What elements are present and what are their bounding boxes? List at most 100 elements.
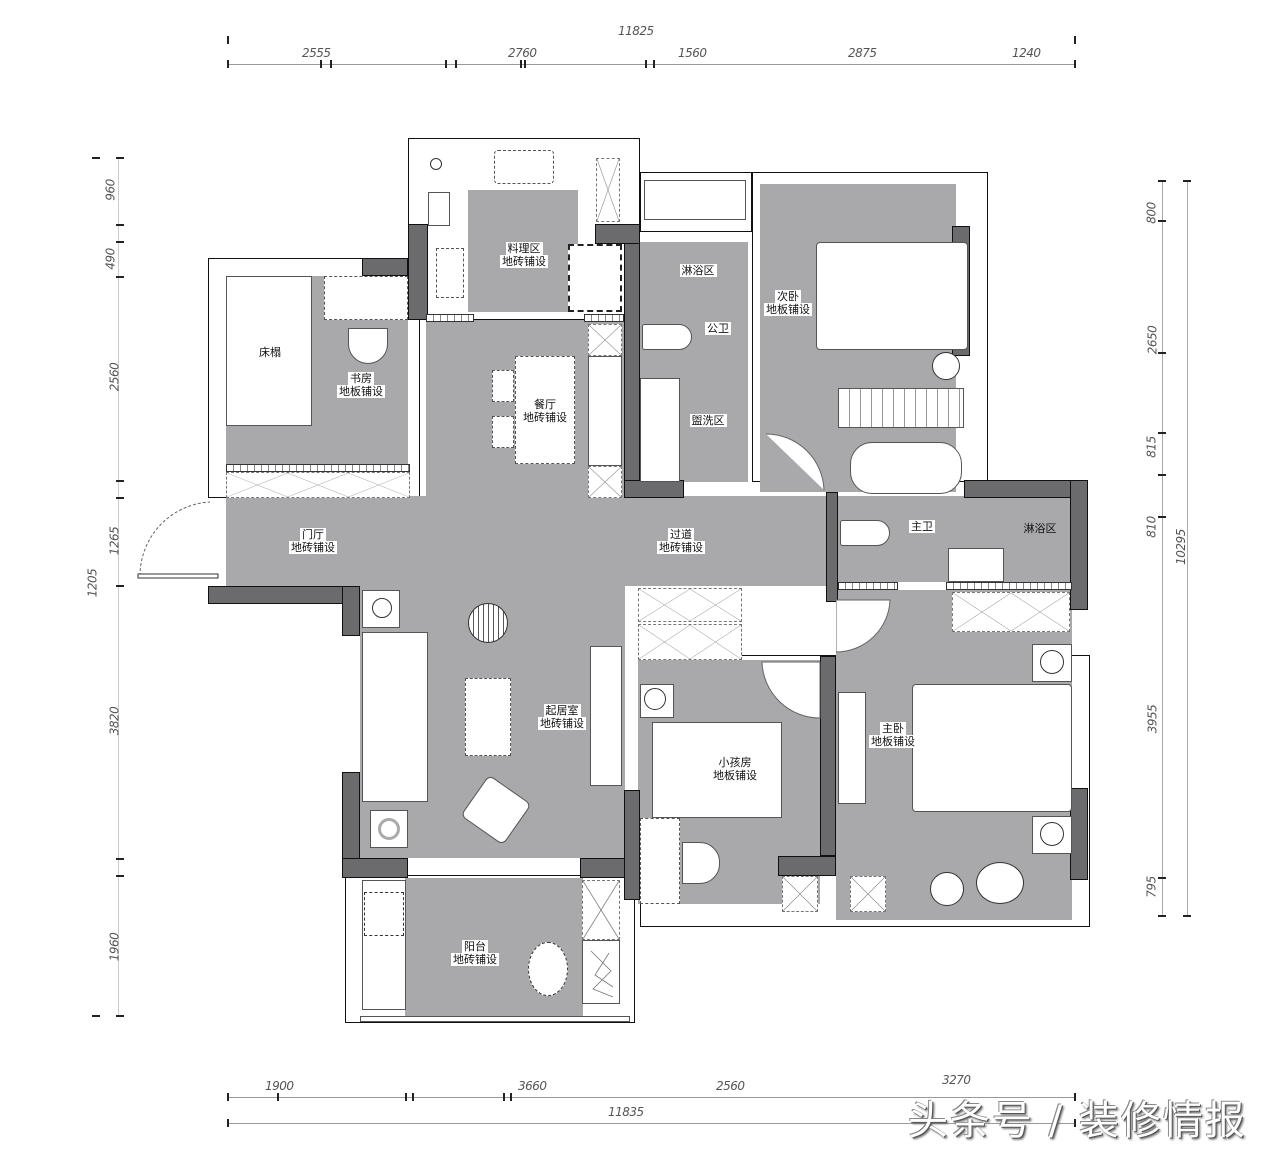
brick-wall [584,314,624,322]
right-dim-1: 800 [1144,202,1159,224]
wall-segment [624,790,640,900]
plant-icon [590,950,614,998]
dim-tick [1074,36,1076,44]
pipe-icon [430,158,442,170]
living-label: 起居室地砖铺设 [538,704,586,730]
dim-tick [645,60,647,68]
kitchen-cabinet [568,244,622,312]
left-dim-5: 3820 [107,706,122,736]
door-swing-icon [761,661,821,719]
door-swing-icon [835,599,891,653]
kids-wardrobe [638,588,742,622]
brick-wall [426,314,474,322]
dim-tick [455,60,457,68]
study-desk [324,276,408,320]
wall-segment [826,492,838,602]
dim-tick [1158,516,1166,518]
corridor-label: 过道地砖铺设 [657,528,705,554]
left-dim-2: 490 [103,248,118,270]
dim-tick [1074,60,1076,68]
dim-tick [405,1093,407,1101]
dim-tick [653,60,655,68]
bottom-dim-1: 1900 [265,1079,294,1093]
storage-cabinet [782,876,818,912]
right-total-line [1187,180,1188,917]
right-dim-2: 2650 [1145,325,1160,355]
wall-segment [342,586,360,636]
dim-tick [330,60,332,68]
right-dim-line [1162,180,1163,917]
dim-tick [227,60,229,68]
dim-tick [116,497,124,499]
dining-label: 餐厅地砖铺设 [521,398,569,424]
wall-segment [778,856,836,876]
tv-cabinet [590,646,622,786]
wall-segment [595,224,640,244]
foyer-label: 门厅地砖铺设 [289,528,337,554]
second-bedroom-door[interactable] [764,432,826,492]
master-bedroom-door[interactable] [835,598,892,654]
left-dim-4: 1265 [107,526,122,556]
second-bedroom-bed [816,242,968,350]
balcony-label: 阳台地砖铺设 [451,940,499,966]
dim-tick [227,1093,229,1101]
dining-cabinet [588,324,622,356]
plant-area [582,940,620,1004]
bathtub [850,442,962,494]
right-dim-4: 810 [1144,516,1159,538]
brick-wall [226,464,410,472]
kitchen-storage [596,158,620,222]
master-bed [912,684,1072,812]
dining-sideboard [588,356,622,466]
dim-tick [1158,220,1166,222]
dim-tick [116,585,124,587]
dim-tick [116,480,124,482]
stove-icon [436,248,464,298]
right-dim-3: 815 [1144,436,1159,458]
dim-tick [116,1015,124,1017]
top-dim-3: 1560 [678,46,707,60]
wall-segment [342,858,408,878]
right-dim-6: 795 [1144,876,1159,898]
public-wc-label: 公卫 [705,322,731,335]
wall-segment [1070,480,1088,610]
wash-floor [680,378,748,482]
tv-cabinet [838,692,866,804]
dim-tick [1158,180,1166,182]
bottom-total-line [228,1123,1076,1124]
left-dim-6: 1960 [107,932,122,962]
bottom-total-dim: 11835 [608,1105,644,1119]
wall-segment [1070,788,1088,880]
door-swing-icon [137,501,219,579]
top-total-dim: 11825 [618,24,654,38]
kids-room-door[interactable] [760,660,822,720]
wash-area-label: 盥洗区 [689,414,727,427]
lamp-icon [1040,822,1064,846]
lamp-icon [1040,650,1064,674]
dim-tick [92,157,100,159]
master-wardrobe [952,592,1070,632]
dim-tick [116,224,124,226]
top-dim-line [228,64,1076,65]
dim-tick [227,1119,229,1127]
master-wash-basin [948,548,1004,582]
lamp-icon [644,688,666,710]
kids-desk [640,818,680,904]
upper-balcony-planter [644,180,746,220]
dim-tick [1074,1119,1076,1127]
washing-machine [364,892,404,936]
dim-tick [116,157,124,159]
dim-tick [412,1093,414,1101]
master-bedroom-label: 主卧地板铺设 [869,722,917,748]
master-shower-label: 淋浴区 [1023,522,1057,535]
round-chair [976,862,1024,904]
dining-chair [492,370,514,402]
dim-tick [116,875,124,877]
wash-basin-counter [640,378,680,482]
toilet-icon [642,324,692,350]
top-dim-4: 2875 [848,46,877,60]
entrance-door[interactable] [136,498,226,580]
wall-segment [820,656,836,856]
dim-tick [277,1093,279,1101]
kids-room-label: 小孩房地板铺设 [713,756,757,782]
